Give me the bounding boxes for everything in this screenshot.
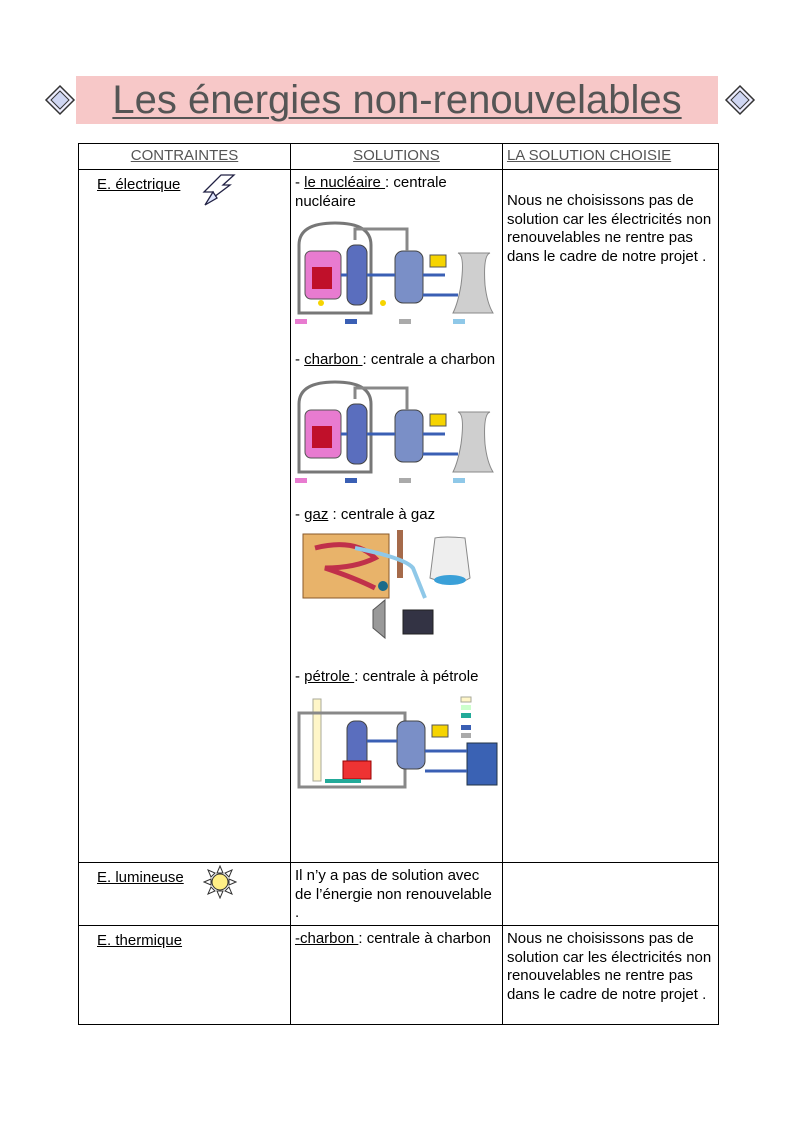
choice-text: Nous ne choisissons pas de solution car … bbox=[506, 192, 712, 265]
choice-text: Nous ne choisissons pas de solution car … bbox=[506, 930, 712, 1003]
oil-plant-diagram bbox=[294, 690, 500, 795]
page-title: Les énergies non-renouvelables bbox=[112, 78, 682, 122]
energy-table: CONTRAINTES SOLUTIONS LA SOLUTION CHOISI… bbox=[78, 143, 720, 1025]
solution-coal-thermal: -charbon : centrale à charbon bbox=[294, 930, 491, 947]
solution-coal: - charbon : centrale a charbon bbox=[291, 333, 502, 492]
choice-cell bbox=[501, 862, 720, 926]
solution-name: -charbon bbox=[294, 930, 359, 947]
header-solution-choisie: LA SOLUTION CHOISIE bbox=[501, 143, 720, 170]
solution-name: pétrole bbox=[304, 668, 355, 685]
table-row: E. électrique - le nucléaire : centrale … bbox=[78, 169, 720, 863]
table-row: E. lumineuse Il n’y a bbox=[78, 862, 720, 926]
constraint-label: E. lumineuse bbox=[97, 869, 184, 886]
solution-nuclear: - le nucléaire : centrale nucléaire bbox=[291, 170, 502, 333]
solution-oil: - pétrole : centrale à pétrole bbox=[291, 650, 502, 795]
header-contraintes: CONTRAINTES bbox=[78, 143, 291, 170]
title-highlight: Les énergies non-renouvelables bbox=[76, 76, 718, 124]
constraint-cell: E. thermique bbox=[78, 925, 291, 1025]
constraint-label: E. électrique bbox=[97, 176, 181, 193]
title-banner: Les énergies non-renouvelables bbox=[44, 76, 756, 126]
solution-text: Il n’y a pas de solution avec de l’énerg… bbox=[294, 867, 492, 921]
table-row: E. thermique -charbon : centrale à charb… bbox=[78, 925, 720, 1025]
header-solutions: SOLUTIONS bbox=[289, 143, 503, 170]
choice-cell: Nous ne choisissons pas de solution car … bbox=[501, 925, 720, 1025]
constraint-cell: E. électrique bbox=[78, 169, 291, 863]
lightning-icon bbox=[202, 174, 236, 206]
constraint-cell: E. lumineuse bbox=[78, 862, 291, 926]
choice-text bbox=[503, 863, 718, 867]
nuclear-plant-diagram bbox=[294, 215, 500, 333]
solution-name: charbon bbox=[304, 351, 363, 368]
choice-cell: Nous ne choisissons pas de solution car … bbox=[501, 169, 720, 863]
solution-name: gaz bbox=[304, 505, 329, 523]
solutions-cell: - le nucléaire : centrale nucléaire bbox=[289, 169, 503, 863]
sun-icon bbox=[203, 865, 237, 899]
coal-plant-diagram bbox=[294, 373, 500, 492]
solution-name: le nucléaire bbox=[304, 174, 386, 191]
solutions-cell: -charbon : centrale à charbon bbox=[289, 925, 503, 1025]
solution-gas: - gaz : centrale à gaz bbox=[291, 492, 502, 650]
diamond-icon bbox=[44, 84, 76, 116]
constraint-label: E. thermique bbox=[97, 932, 183, 949]
solutions-cell: Il n’y a pas de solution avec de l’énerg… bbox=[289, 862, 503, 926]
table-header-row: CONTRAINTES SOLUTIONS LA SOLUTION CHOISI… bbox=[78, 143, 720, 170]
diamond-icon bbox=[724, 84, 756, 116]
gas-plant-diagram bbox=[294, 528, 500, 650]
